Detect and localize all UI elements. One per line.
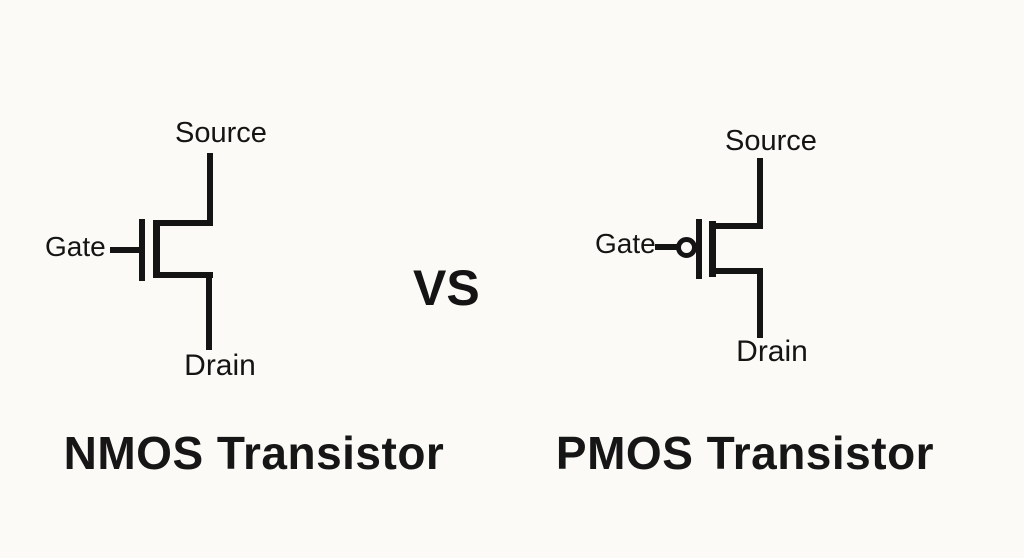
- nmos-gate-bar: [139, 219, 145, 281]
- nmos-channel-bar: [153, 220, 160, 278]
- pmos-title: PMOS Transistor: [555, 427, 935, 479]
- pmos-channel-bar: [709, 221, 716, 277]
- pmos-gate-bubble-icon: [676, 237, 697, 258]
- nmos-title: NMOS Transistor: [63, 427, 445, 479]
- nmos-drain-label: Drain: [184, 349, 256, 382]
- vs-label: VS: [413, 260, 480, 316]
- pmos-drain-label: Drain: [736, 335, 808, 368]
- nmos-drain-wire: [206, 272, 212, 350]
- nmos-source-wire: [207, 153, 213, 226]
- pmos-gate-label: Gate: [595, 228, 656, 259]
- nmos-gate-lead-wire: [110, 247, 141, 253]
- nmos-top-horizontal-wire: [153, 220, 213, 226]
- pmos-drain-wire: [757, 268, 763, 338]
- nmos-source-label: Source: [175, 117, 267, 149]
- nmos-bottom-horizontal-wire: [153, 272, 213, 278]
- pmos-bottom-horizontal-wire: [709, 268, 763, 274]
- pmos-source-wire: [757, 158, 763, 229]
- pmos-gate-bar: [696, 219, 702, 279]
- pmos-source-label: Source: [725, 125, 817, 157]
- pmos-top-horizontal-wire: [709, 223, 763, 229]
- pmos-gate-lead-wire: [655, 244, 677, 250]
- nmos-gate-label: Gate: [45, 231, 106, 262]
